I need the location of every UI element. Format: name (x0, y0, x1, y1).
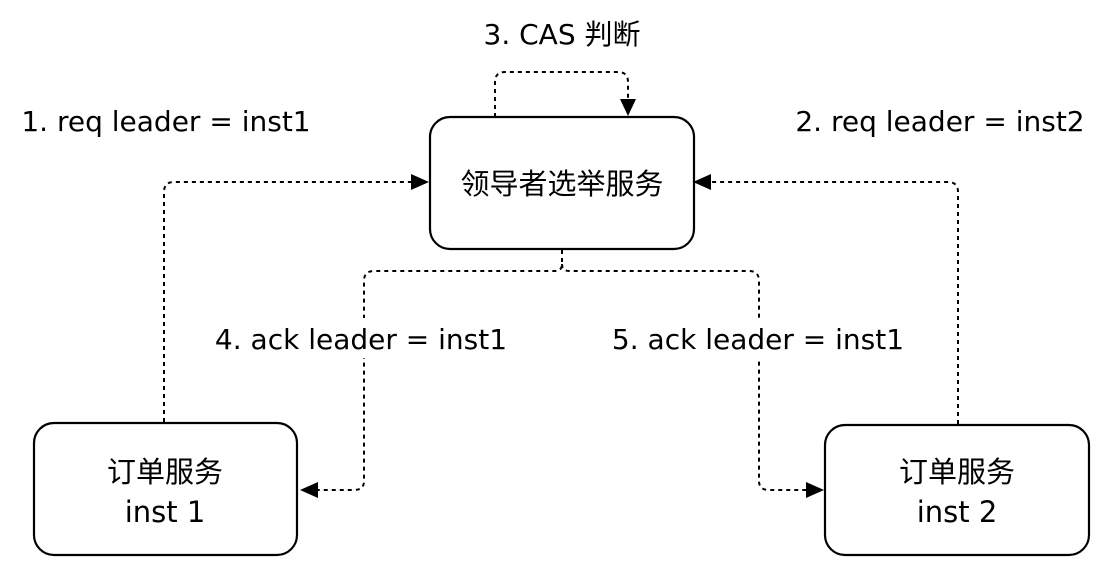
node-order-inst2: 订单服务 inst 2 (823, 423, 1091, 557)
edge-ack-inst2 (561, 263, 824, 498)
edge-label-ack-inst1: 4. ack leader = inst1 (215, 323, 507, 356)
node-order-inst2-instance: inst 2 (917, 495, 998, 529)
arrowhead-right-icon (411, 174, 429, 190)
arrowhead-left-icon (300, 482, 318, 498)
edge-req-inst2 (693, 174, 959, 424)
edge-cas-check (494, 71, 636, 117)
edge-label-req-inst1: 1. req leader = inst1 (21, 105, 310, 138)
node-election-service-label: 领导者选举服务 (460, 167, 663, 201)
node-order-inst1: 订单服务 inst 1 (32, 421, 299, 557)
node-order-inst1-title: 订单服务 (107, 455, 223, 489)
edge-ack-inst1 (300, 250, 563, 498)
edge-label-ack-inst2: 5. ack leader = inst1 (612, 323, 904, 356)
edge-label-cas-check: 3. CAS 判断 (484, 18, 641, 51)
edge-label-bg (598, 318, 918, 358)
arrowhead-down-icon (620, 99, 636, 116)
node-order-inst1-instance: inst 1 (125, 495, 206, 529)
edge-label-bg (202, 318, 520, 358)
arrowhead-right-icon (806, 482, 824, 498)
arrowhead-left-icon (693, 174, 711, 190)
node-election-service: 领导者选举服务 (428, 115, 696, 251)
node-order-inst2-title: 订单服务 (899, 455, 1015, 489)
edge-label-req-inst2: 2. req leader = inst2 (795, 105, 1084, 138)
edge-req-inst1 (163, 174, 429, 422)
